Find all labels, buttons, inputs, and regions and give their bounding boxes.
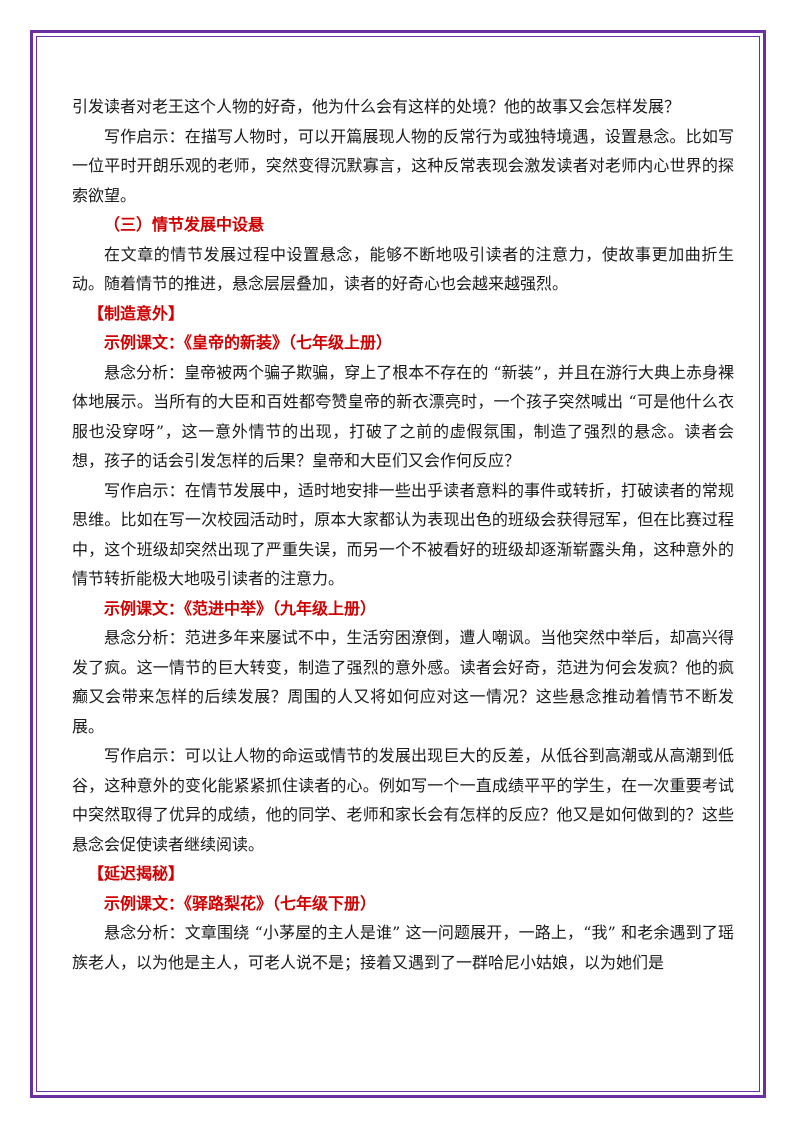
paragraph-intro: 在文章的情节发展过程中设置悬念，能够不断地吸引读者的注意力，使故事更加曲折生动。…	[72, 244, 734, 294]
example-heading: 示例课文：《皇帝的新装》（七年级上册）	[104, 333, 393, 352]
document-content: 引发读者对老王这个人物的好奇，他为什么会有这样的处境？他的故事又会怎样发展？ 写…	[72, 92, 734, 977]
paragraph-continuation: 引发读者对老王这个人物的好奇，他为什么会有这样的处境？他的故事又会怎样发展？	[72, 97, 681, 116]
subsection-heading: 【延迟揭秘】	[88, 864, 185, 883]
example-heading: 示例课文：《范进中举》（九年级上册）	[104, 598, 377, 618]
paragraph-writing-tip: 写作启示：在情节发展中，适时地安排一些出乎读者意料的事件或转折，打破读者的常规思…	[72, 480, 734, 589]
paragraph-writing-tip: 写作启示：在描写人物时，可以开篇展现人物的反常行为或独特境遇，设置悬念。比如写一…	[72, 126, 734, 205]
paragraph-writing-tip: 写作启示：可以让人物的命运或情节的发展出现巨大的反差，从低谷到高潮或从高潮到低谷…	[72, 746, 734, 854]
paragraph-analysis: 悬念分析：范进多年来屡试不中，生活穷困潦倒，遭人嘲讽。当他突然中举后，却高兴得发…	[72, 628, 734, 736]
paragraph-analysis: 悬念分析：文章围绕 “小茅屋的主人是谁” 这一问题展开，一路上，“我” 和老余遇…	[72, 923, 734, 972]
subsection-heading: 【制造意外】	[88, 303, 185, 323]
example-heading: 示例课文：《驿路梨花》（七年级下册）	[104, 893, 377, 913]
paragraph-analysis: 悬念分析：皇帝被两个骗子欺骗，穿上了根本不存在的 “新装”，并且在游行大典上赤身…	[72, 362, 734, 471]
section-heading: （三）情节发展中设悬	[104, 215, 265, 234]
page-border-inner	[36, 36, 760, 1092]
page-border-outer	[30, 30, 766, 1098]
